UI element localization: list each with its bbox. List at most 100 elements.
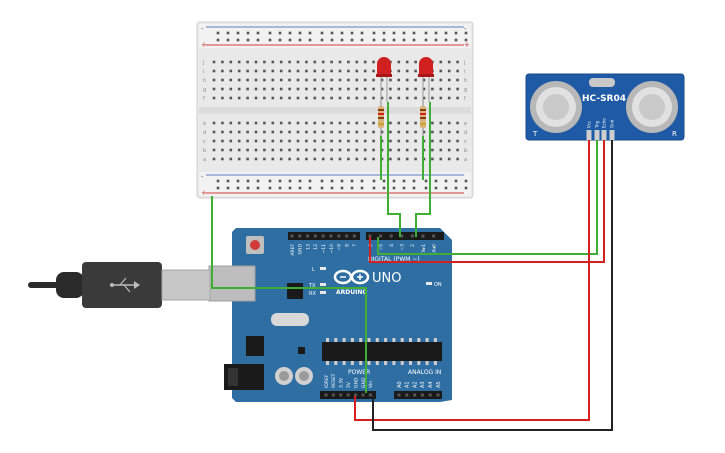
rail-hole[interactable]	[382, 186, 386, 190]
rail-hole[interactable]	[268, 179, 272, 183]
sensor-pin[interactable]	[594, 130, 600, 140]
rail-hole[interactable]	[340, 179, 344, 183]
breadboard-hole[interactable]	[212, 130, 216, 134]
breadboard-hole[interactable]	[330, 121, 333, 125]
digital-pin-hole[interactable]	[368, 234, 372, 238]
breadboard-hole[interactable]	[221, 96, 224, 100]
rail-hole[interactable]	[216, 38, 220, 42]
rail-hole[interactable]	[382, 38, 386, 42]
rail-hole[interactable]	[256, 31, 260, 35]
breadboard-hole[interactable]	[305, 148, 308, 152]
breadboard-hole[interactable]	[338, 148, 342, 152]
rail-hole[interactable]	[330, 38, 334, 42]
breadboard-hole[interactable]	[456, 139, 459, 143]
rail-hole[interactable]	[424, 186, 428, 190]
analog-pin-hole[interactable]	[420, 393, 424, 397]
breadboard-hole[interactable]	[363, 87, 367, 91]
breadboard-hole[interactable]	[263, 130, 266, 134]
power-pin-hole[interactable]	[368, 393, 372, 397]
breadboard-hole[interactable]	[271, 87, 275, 91]
breadboard-hole[interactable]	[279, 78, 283, 82]
rail-hole[interactable]	[236, 186, 240, 190]
rail-hole[interactable]	[216, 186, 220, 190]
breadboard-hole[interactable]	[330, 78, 333, 82]
breadboard-hole[interactable]	[263, 78, 266, 82]
breadboard-hole[interactable]	[363, 60, 367, 64]
rail-hole[interactable]	[434, 186, 438, 190]
breadboard-hole[interactable]	[321, 157, 325, 161]
rail-hole[interactable]	[268, 186, 272, 190]
breadboard-hole[interactable]	[355, 139, 359, 143]
rail-hole[interactable]	[298, 179, 302, 183]
breadboard-hole[interactable]	[380, 87, 384, 91]
breadboard-hole[interactable]	[212, 87, 216, 91]
breadboard-hole[interactable]	[221, 78, 224, 82]
breadboard-hole[interactable]	[296, 148, 300, 152]
rail-hole[interactable]	[392, 38, 396, 42]
breadboard-hole[interactable]	[246, 139, 249, 143]
breadboard-hole[interactable]	[422, 87, 426, 91]
usb-b-port[interactable]	[208, 265, 256, 302]
analog-pin-hole[interactable]	[436, 393, 440, 397]
rail-hole[interactable]	[298, 31, 302, 35]
breadboard-hole[interactable]	[321, 87, 325, 91]
rail-hole[interactable]	[288, 31, 292, 35]
rail-hole[interactable]	[392, 179, 396, 183]
resistor-right[interactable]	[420, 98, 426, 136]
breadboard-hole[interactable]	[422, 78, 426, 82]
breadboard-hole[interactable]	[288, 87, 291, 91]
breadboard-hole[interactable]	[397, 69, 401, 73]
breadboard-hole[interactable]	[288, 139, 291, 143]
breadboard-hole[interactable]	[212, 139, 216, 143]
breadboard-hole[interactable]	[246, 87, 249, 91]
breadboard-hole[interactable]	[296, 121, 300, 125]
analog-pin-hole[interactable]	[397, 393, 401, 397]
rail-hole[interactable]	[256, 179, 260, 183]
rail-hole[interactable]	[360, 38, 364, 42]
breadboard-hole[interactable]	[330, 130, 333, 134]
breadboard-hole[interactable]	[271, 139, 275, 143]
rail-hole[interactable]	[454, 31, 458, 35]
rail-hole[interactable]	[372, 31, 376, 35]
breadboard-hole[interactable]	[221, 130, 224, 134]
breadboard-hole[interactable]	[447, 139, 451, 143]
rail-hole[interactable]	[402, 38, 406, 42]
breadboard-hole[interactable]	[288, 130, 291, 134]
power-pin-hole[interactable]	[324, 393, 328, 397]
breadboard-hole[interactable]	[447, 121, 451, 125]
breadboard-hole[interactable]	[456, 121, 459, 125]
breadboard-hole[interactable]	[330, 69, 333, 73]
breadboard-hole[interactable]	[221, 121, 224, 125]
breadboard-hole[interactable]	[422, 130, 426, 134]
breadboard-hole[interactable]	[439, 148, 443, 152]
breadboard-hole[interactable]	[254, 139, 258, 143]
breadboard-hole[interactable]	[305, 157, 308, 161]
breadboard-hole[interactable]	[355, 121, 359, 125]
breadboard-hole[interactable]	[447, 148, 451, 152]
breadboard-hole[interactable]	[296, 60, 300, 64]
breadboard-hole[interactable]	[338, 60, 342, 64]
breadboard-hole[interactable]	[431, 157, 434, 161]
breadboard-hole[interactable]	[271, 121, 275, 125]
breadboard-hole[interactable]	[338, 87, 342, 91]
breadboard-hole[interactable]	[330, 139, 333, 143]
rail-hole[interactable]	[444, 186, 448, 190]
breadboard-hole[interactable]	[229, 139, 233, 143]
breadboard-hole[interactable]	[363, 96, 367, 100]
rail-hole[interactable]	[412, 38, 416, 42]
breadboard-hole[interactable]	[237, 148, 241, 152]
breadboard-hole[interactable]	[279, 96, 283, 100]
breadboard-hole[interactable]	[246, 157, 249, 161]
analog-pin-hole[interactable]	[405, 393, 409, 397]
breadboard-hole[interactable]	[321, 96, 325, 100]
breadboard-hole[interactable]	[305, 139, 308, 143]
breadboard-hole[interactable]	[279, 130, 283, 134]
rail-hole[interactable]	[424, 179, 428, 183]
breadboard-hole[interactable]	[237, 121, 241, 125]
breadboard-hole[interactable]	[221, 157, 224, 161]
breadboard-hole[interactable]	[355, 157, 359, 161]
power-pin-hole[interactable]	[361, 393, 365, 397]
rail-hole[interactable]	[340, 186, 344, 190]
rail-hole[interactable]	[444, 31, 448, 35]
breadboard-hole[interactable]	[439, 87, 443, 91]
